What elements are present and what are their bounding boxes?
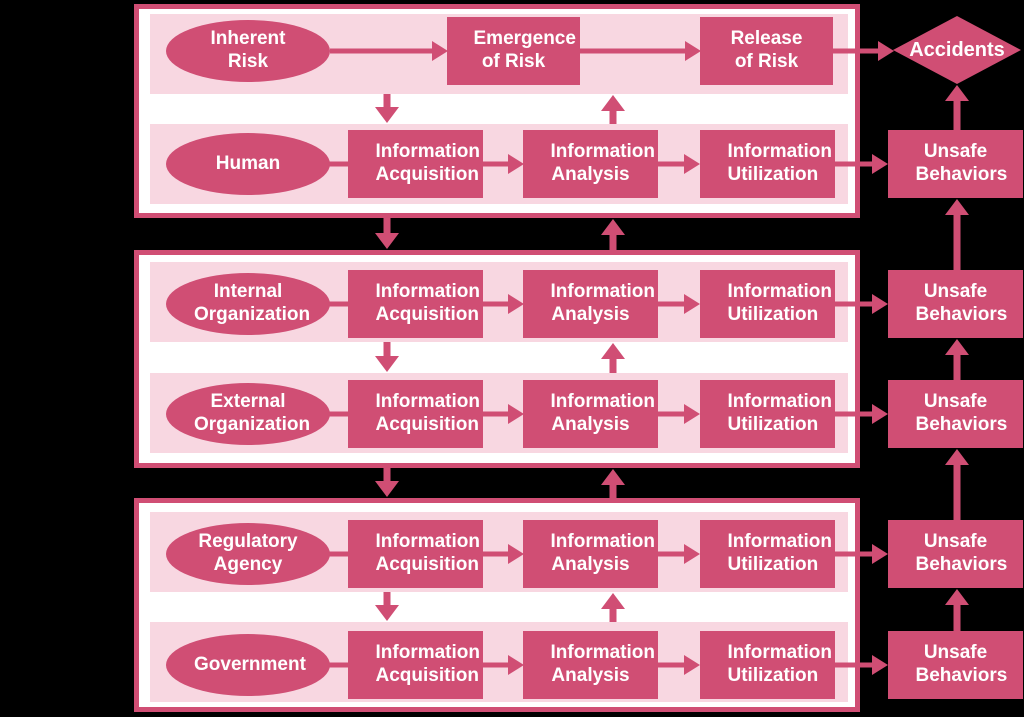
node-label: Information Acquisition: [375, 281, 481, 325]
node-external-information-acquisition: Information Acquisition: [348, 380, 483, 448]
node-emergence-of-risk: Emergence of Risk: [447, 17, 580, 85]
node-label: Unsafe Behaviors: [915, 531, 1008, 575]
node-internal-organization: Internal Organization: [166, 273, 330, 335]
node-label: Human: [215, 152, 281, 174]
node-label: Unsafe Behaviors: [915, 281, 1008, 325]
arrow-up-panel2-to-panel1-icon: [601, 219, 625, 251]
node-external-information-utilization: Information Utilization: [700, 380, 835, 448]
node-label: Inherent Risk: [210, 28, 286, 72]
node-government: Government: [166, 634, 330, 696]
arrow-unsafe-human-to-accidents-icon: [945, 85, 969, 130]
node-label: Information Analysis: [550, 281, 656, 325]
node-label: Information Acquisition: [375, 391, 481, 435]
arrow-down-panel1-to-panel2-icon: [375, 217, 399, 249]
arrow-unsafe-regulatory-to-unsafe-external-icon: [945, 449, 969, 520]
node-internal-information-utilization: Information Utilization: [700, 270, 835, 338]
node-regulatory-information-utilization: Information Utilization: [700, 520, 835, 588]
node-government-information-analysis: Information Analysis: [523, 631, 658, 699]
node-release-of-risk: Release of Risk: [700, 17, 833, 85]
node-label: Accidents: [909, 38, 1005, 61]
node-external-unsafe-behaviors: Unsafe Behaviors: [888, 380, 1023, 448]
node-label: Information Analysis: [550, 391, 656, 435]
node-government-information-utilization: Information Utilization: [700, 631, 835, 699]
arrow-unsafe-external-to-unsafe-internal-icon: [945, 339, 969, 380]
node-internal-information-analysis: Information Analysis: [523, 270, 658, 338]
node-label: Information Analysis: [550, 141, 656, 185]
node-label: Information Analysis: [550, 642, 656, 686]
node-label: Regulatory Agency: [198, 531, 298, 575]
node-label: Information Utilization: [727, 642, 833, 686]
node-external-information-analysis: Information Analysis: [523, 380, 658, 448]
node-human-information-utilization: Information Utilization: [700, 130, 835, 198]
node-government-information-acquisition: Information Acquisition: [348, 631, 483, 699]
node-label: Information Utilization: [727, 281, 833, 325]
node-label: Unsafe Behaviors: [915, 642, 1008, 686]
node-external-organization: External Organization: [166, 383, 330, 445]
node-label: Information Acquisition: [375, 531, 481, 575]
node-human: Human: [166, 133, 330, 195]
node-label: External Organization: [194, 391, 311, 435]
node-label: Information Utilization: [727, 531, 833, 575]
node-human-information-acquisition: Information Acquisition: [348, 130, 483, 198]
node-label: Unsafe Behaviors: [915, 391, 1008, 435]
node-label: Unsafe Behaviors: [915, 141, 1008, 185]
node-label: Information Acquisition: [375, 141, 481, 185]
arrow-unsafe-government-to-unsafe-regulatory-icon: [945, 589, 969, 631]
node-government-unsafe-behaviors: Unsafe Behaviors: [888, 631, 1023, 699]
node-label: Internal Organization: [194, 281, 311, 325]
node-label: Information Analysis: [550, 531, 656, 575]
node-label: Emergence of Risk: [473, 28, 576, 72]
node-inherent-risk: Inherent Risk: [166, 20, 330, 82]
arrow-down-panel2-to-panel3-icon: [375, 467, 399, 497]
node-human-unsafe-behaviors: Unsafe Behaviors: [888, 130, 1023, 198]
node-internal-information-acquisition: Information Acquisition: [348, 270, 483, 338]
node-label: Release of Risk: [730, 28, 803, 72]
node-label: Government: [194, 653, 306, 675]
node-regulatory-agency: Regulatory Agency: [166, 523, 330, 585]
node-human-information-analysis: Information Analysis: [523, 130, 658, 198]
node-accidents: Accidents: [893, 16, 1021, 84]
arrow-unsafe-internal-to-unsafe-human-icon: [945, 199, 969, 270]
node-regulatory-information-acquisition: Information Acquisition: [348, 520, 483, 588]
node-regulatory-unsafe-behaviors: Unsafe Behaviors: [888, 520, 1023, 588]
node-internal-unsafe-behaviors: Unsafe Behaviors: [888, 270, 1023, 338]
arrow-up-panel3-to-panel2-icon: [601, 469, 625, 499]
node-label: Information Acquisition: [375, 642, 481, 686]
node-label: Information Utilization: [727, 391, 833, 435]
node-label: Information Utilization: [727, 141, 833, 185]
node-regulatory-information-analysis: Information Analysis: [523, 520, 658, 588]
